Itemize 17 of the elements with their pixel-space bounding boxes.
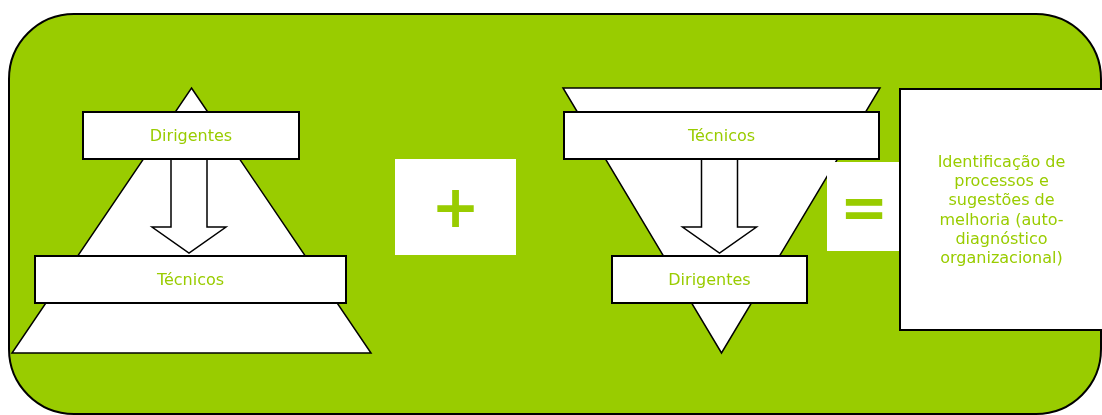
symbol-box	[827, 162, 901, 251]
box-label: Dirigentes	[668, 269, 751, 290]
block-arrow	[680, 157, 759, 254]
plus-sign: +	[431, 178, 480, 236]
block-arrow	[149, 157, 229, 254]
text-box	[34, 255, 347, 304]
box-label: Técnicos	[687, 125, 756, 146]
box-label: Técnicos	[156, 269, 225, 290]
box-label: Dirigentes	[149, 125, 233, 146]
text-box	[563, 111, 880, 160]
text-box	[82, 111, 300, 160]
symbol-box	[395, 159, 516, 255]
equals-sign: =	[839, 177, 889, 236]
panel-background	[8, 13, 1102, 415]
text-box	[899, 88, 1102, 331]
text-box	[611, 255, 808, 304]
box-label: Identificação de processos e sugestões de melhoria (auto-diagnóstico organizacional)	[936, 151, 1067, 268]
